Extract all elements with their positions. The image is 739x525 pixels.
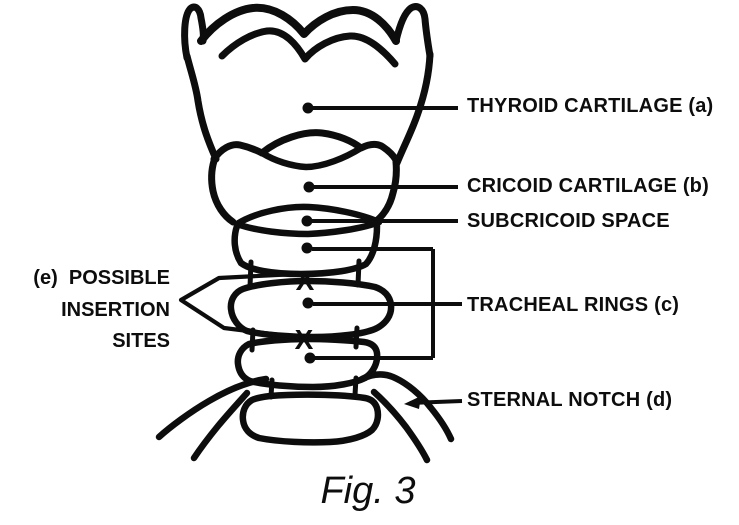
insertion-sites-line3: SITES	[112, 330, 170, 352]
insertion-site-x-marker-lower: X	[295, 324, 314, 355]
right-inner-muscle-curve	[370, 388, 431, 464]
insertion-sites-line1: (e) POSSIBLE	[33, 267, 170, 289]
cricoid-top-lens-lower-arc	[258, 144, 365, 171]
thyroid-top-notched-edge	[197, 3, 400, 45]
trachea-wall-gap3-right	[352, 375, 359, 398]
thyroid-inner-fold-line	[218, 27, 399, 68]
cricoid-top-left-wave	[210, 141, 266, 163]
subcricoid-space-drawing	[233, 203, 383, 238]
label-thyroid-cartilage: THYROID CARTILAGE (a)	[467, 95, 714, 117]
label-tracheal-rings: TRACHEAL RINGS (c)	[467, 294, 680, 316]
thyroid-right-side	[393, 50, 434, 167]
cricoid-top-lens-upper-arc	[258, 129, 400, 164]
thyroid-cartilage-drawing	[181, 3, 434, 167]
left-outer-muscle-curve	[155, 375, 270, 441]
trachea-wall-gap3-left	[268, 377, 275, 400]
right-outer-muscle-curve	[358, 371, 455, 443]
figure-caption: Fig. 3	[320, 470, 416, 512]
tracheal-rings-bracket	[301, 242, 462, 364]
trachea-wall-gap2-right	[353, 325, 360, 350]
label-subcricoid-space: SUBCRICOID SPACE	[467, 210, 670, 232]
cricoid-cartilage-drawing	[208, 129, 400, 226]
pointer-lines	[301, 102, 463, 409]
sternal-notch-pointer	[404, 396, 463, 409]
subcricoid-upper-arc	[233, 203, 383, 228]
tracheal-ring-1	[231, 222, 381, 278]
ring3-pointer-dot	[304, 352, 316, 364]
tracheal-ring-4-lower	[239, 391, 382, 446]
label-possible-insertion-sites: (e) POSSIBLE INSERTION SITES	[0, 263, 170, 358]
cricoid-right-side	[371, 158, 400, 226]
tracheal-ring-2	[227, 277, 395, 341]
insertion-sites-line2: INSERTION	[61, 298, 170, 321]
ring1-pointer-dot	[301, 242, 313, 254]
sternal-muscle-lines	[155, 371, 455, 464]
label-cricoid-cartilage: CRICOID CARTILAGE (b)	[467, 175, 709, 197]
subcricoid-pointer-dot	[301, 215, 313, 227]
trachea-wall-gap1-right	[355, 258, 362, 288]
subcricoid-lower-arc	[233, 218, 383, 238]
label-sternal-notch: STERNAL NOTCH (d)	[467, 389, 673, 411]
cricoid-pointer-dot	[303, 181, 315, 193]
thyroid-left-side	[183, 52, 220, 163]
left-inner-muscle-curve	[190, 389, 251, 462]
thyroid-right-superior-horn	[392, 3, 434, 60]
insertion-site-x-marker-upper: X	[296, 265, 315, 296]
sternal-pointer-arrowhead	[404, 396, 421, 409]
thyroid-left-superior-horn	[181, 3, 207, 62]
insertion-sites-fork-lines	[178, 271, 297, 340]
ring2-pointer-dot	[302, 297, 314, 309]
cricoid-left-side	[208, 157, 237, 226]
thyroid-pointer-dot	[302, 102, 314, 114]
